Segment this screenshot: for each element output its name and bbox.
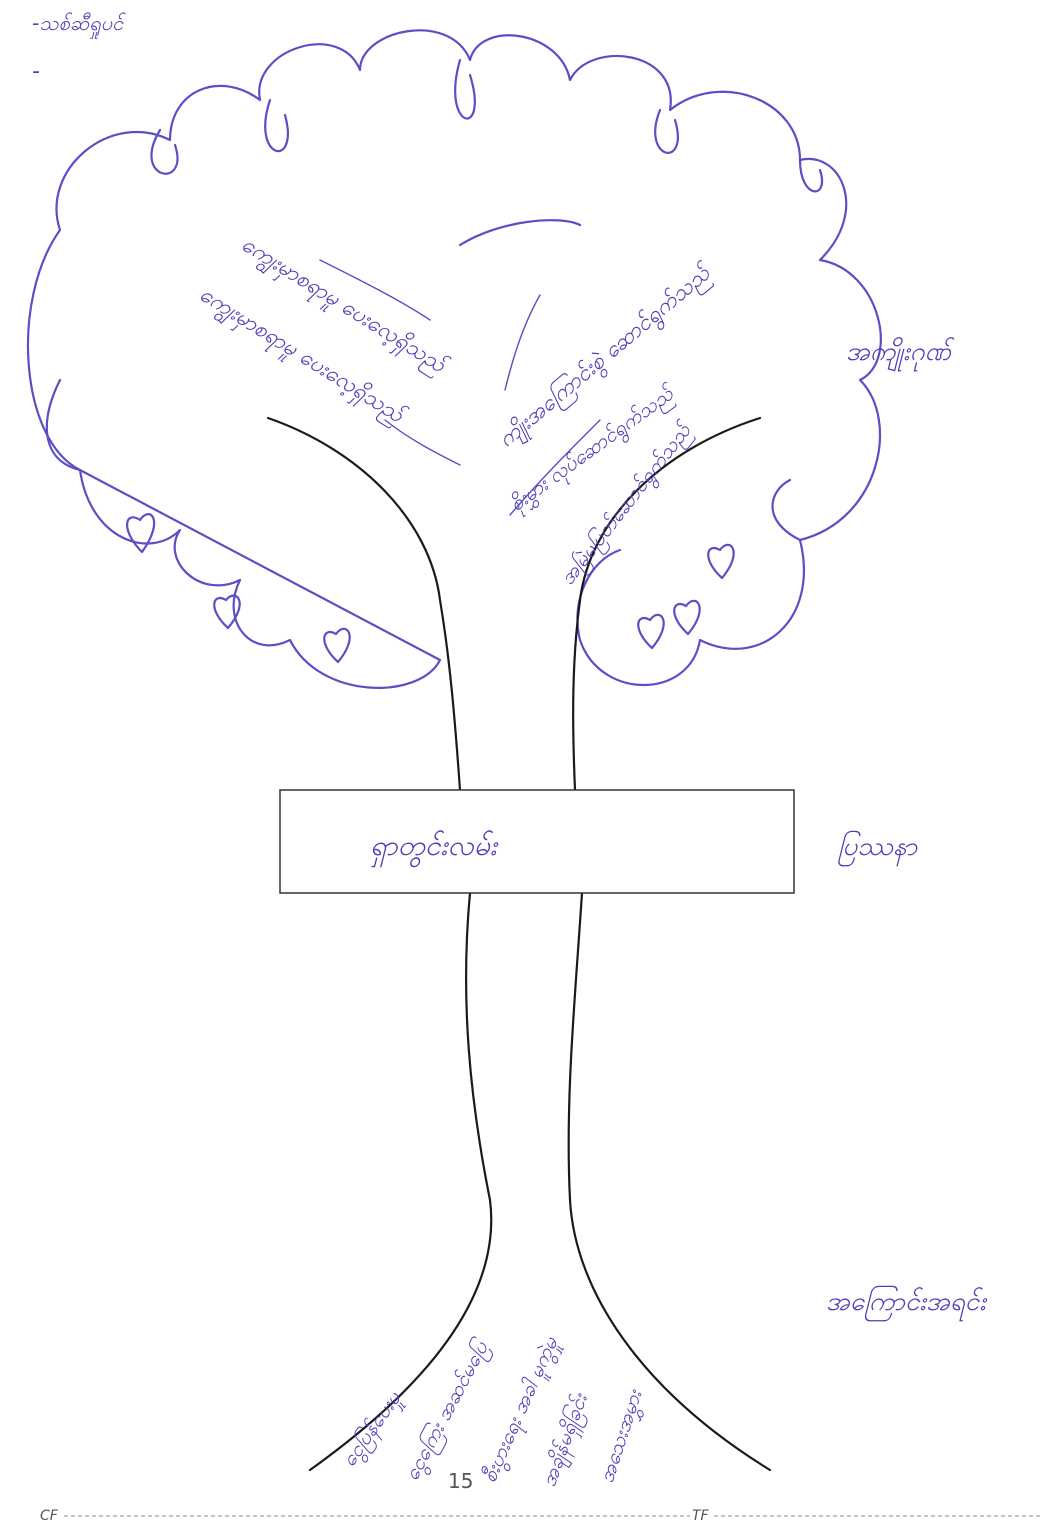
branch-label-left-inner: ကျွေးမှာစရာမူ ပေးလေ့ရှိသည်	[193, 281, 411, 433]
canopy-outline	[26, 29, 882, 689]
trunk-lower-right	[567, 891, 772, 1472]
canopy-curl-5	[798, 158, 824, 193]
root-item-4: အချိန်မရှိခြင်း	[536, 1389, 596, 1491]
trunk-upper-right	[572, 416, 762, 792]
trunk-box-label: ရှာတွင်းလမ်း	[370, 829, 499, 868]
leaf-heart-6	[707, 543, 735, 580]
footer-left-code: CF	[40, 1508, 59, 1524]
leaf-heart-4	[637, 613, 665, 650]
trunk-upper-left	[266, 416, 462, 792]
page-number: 15	[448, 1469, 473, 1493]
leaf-heart-2	[213, 594, 241, 630]
trunk-box	[279, 789, 795, 894]
canopy-stroke-1	[319, 259, 431, 321]
fruit-label: အကျိုးဂုဏ်	[846, 337, 955, 372]
canopy-curl-4	[654, 108, 679, 154]
canopy-arc-1	[458, 219, 582, 247]
root-item-5: အသေးအမွှား	[594, 1385, 651, 1487]
canopy-curl-1	[150, 128, 179, 175]
canopy-stroke-2	[504, 294, 541, 391]
canopy-curl-6	[45, 378, 82, 472]
canopy-curl-7	[771, 478, 802, 542]
header-note-2: -	[32, 59, 40, 84]
footer-right-code: TF	[692, 1508, 710, 1524]
leaf-heart-3	[323, 627, 351, 664]
leaf-heart-5	[673, 599, 701, 636]
root-item-1: ငွေပြန်ပေးမှု	[336, 1386, 409, 1473]
root-label: အကြောင်းအရင်း	[826, 1285, 988, 1322]
branch-label-left-outer: ကျွေးမှာစရာမူ ပေးလေ့ရှိသည်	[235, 231, 453, 383]
canopy-curl-3	[454, 58, 476, 120]
leaf-heart-1	[126, 513, 156, 554]
problem-label: ပြဿနာ	[838, 830, 918, 867]
trunk-lower-left	[308, 891, 493, 1472]
canopy-stroke-3	[384, 419, 461, 466]
canopy-stroke-4	[509, 419, 601, 516]
header-note-1: -သစ်ဆီရှုပင်	[32, 11, 126, 39]
canopy-curl-2	[264, 98, 289, 153]
